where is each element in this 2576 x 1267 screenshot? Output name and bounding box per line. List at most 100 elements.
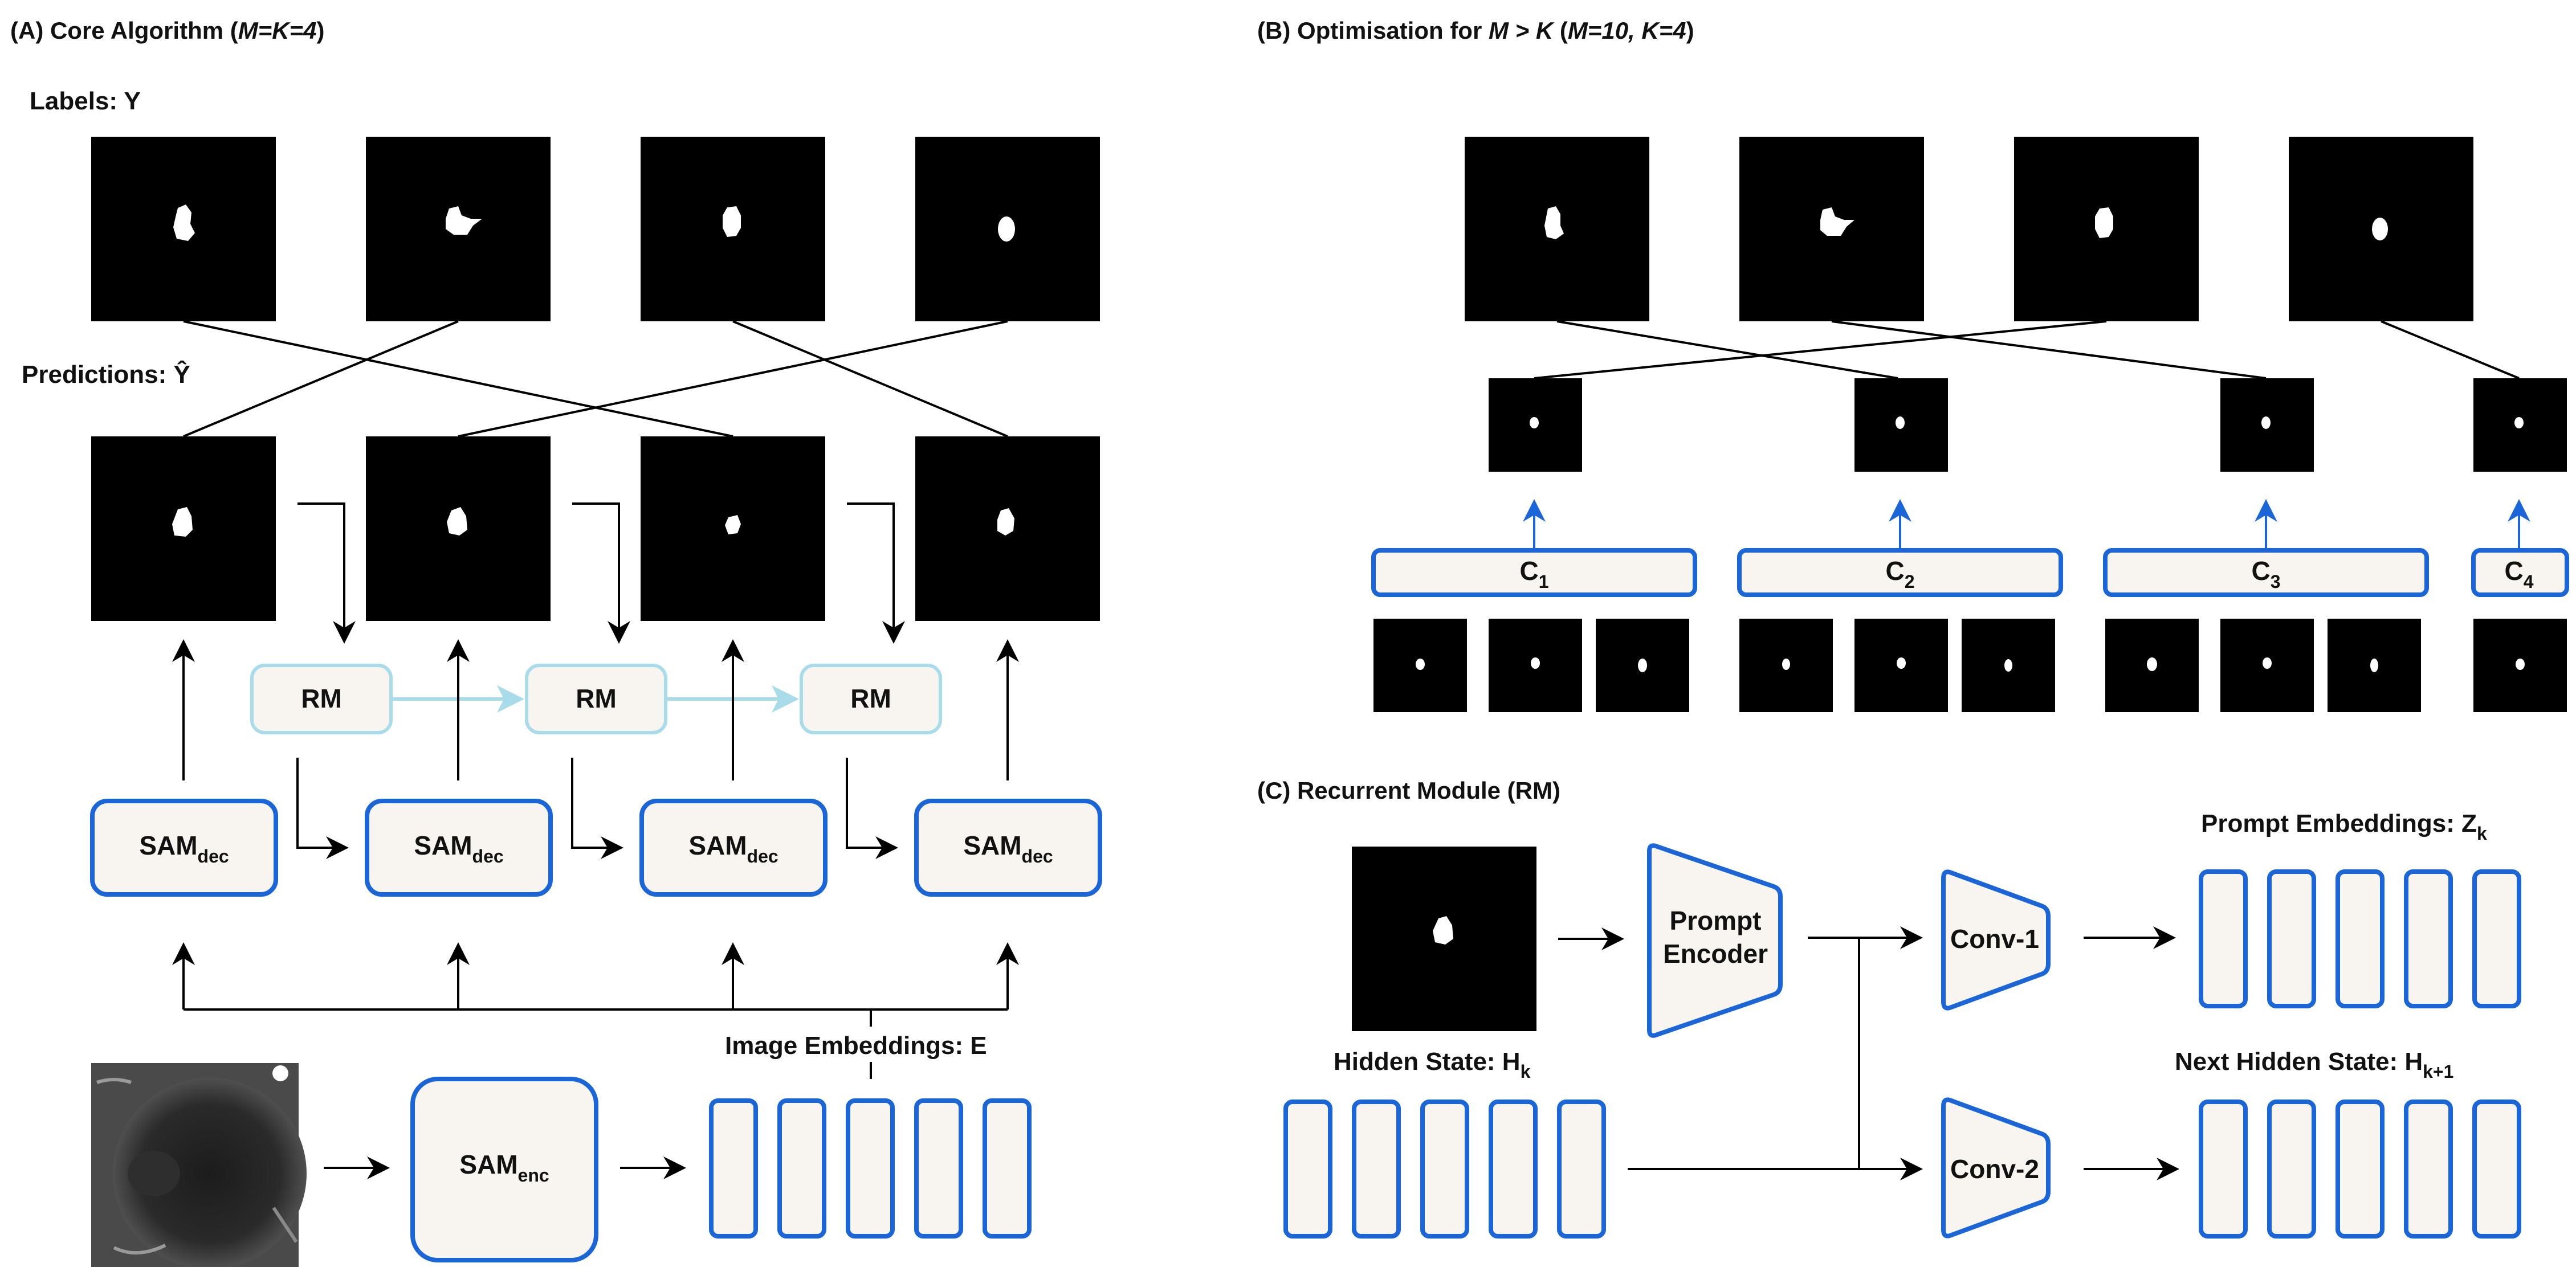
image-embedding-bar-4 [914,1098,963,1239]
ct-rib-3 [272,1207,298,1243]
label-4-mask [998,216,1015,242]
panel-b-title: (B) Optimisation for M > K (M=10, K=4) [1257,17,1694,44]
image-embedding-bar-1 [709,1098,758,1239]
conv2-label: Conv-2 [1950,1154,2039,1184]
rm-box-3 [800,664,942,734]
conv1-label: Conv-1 [1950,924,2039,954]
predictions-heading: Predictions: Ŷ [22,360,190,389]
b-cluster-arrows [1523,499,2530,548]
candidate-4-mask [1782,659,1790,670]
b-label-2-mask [1820,207,1854,236]
prompt-embedding-bar-2 [2267,869,2316,1008]
prompt-encoder-label-1: Prompt [1670,906,1762,935]
prompt-embedding-bar-3 [2335,869,2385,1008]
panel-b: (B) Optimisation for M > K (M=10, K=4) [1257,17,2569,712]
hidden-state-bar-1 [1283,1100,1332,1239]
sam-dec-2-label: SAMdec [414,831,503,867]
candidate-3-mask [1638,659,1647,672]
candidate-8-mask [2263,657,2272,669]
cluster-box-4 [2471,548,2569,597]
rm-box-1 [250,664,393,734]
cluster-box-1 [1371,548,1697,597]
prediction-2-mask [447,507,467,536]
image-embedding-bar-3 [846,1098,895,1239]
b-label-1-mask [1544,206,1564,239]
ct-rib-2 [113,1244,166,1254]
b-cluster-boxes: C1 C2 C3 C4 [1371,548,2569,597]
cluster-4-label: C4 [2504,556,2533,592]
label-images [91,137,1100,321]
prediction-images [91,436,1100,621]
image-embeddings-label: Image Embeddings: E [725,1032,987,1060]
candidate-5-mask [1897,657,1906,669]
sam-dec-box-1 [90,799,278,897]
cluster-2-label: C2 [1885,556,1914,592]
conv1-box [1941,869,2051,1011]
next-hidden-state-label: Next Hidden State: Hk+1 [2175,1048,2453,1082]
ct-bright-spot [272,1065,288,1081]
hidden-state-bar-4 [1489,1100,1538,1239]
prediction-to-rm-arrows [297,502,905,644]
image-embedding-bar-5 [983,1098,1032,1239]
sam-decoders: SAMdec SAMdec SAMdec SAMdec [90,799,1102,897]
embedding-bus [172,942,1019,1079]
b-label-3-mask [2095,207,2113,238]
rm-to-samdec-arrows [296,758,898,859]
sam-dec-box-2 [365,799,553,897]
label-2-mask [446,206,482,235]
sam-dec-1-label: SAMdec [139,831,229,867]
prediction-4-mask [997,508,1014,536]
sam-dec-box-3 [639,799,828,897]
rm-box-2-label: RM [576,684,617,713]
candidate-7-mask [2147,657,2157,671]
candidate-6-mask [2004,659,2012,672]
sam-dec-4-label: SAMdec [963,831,1053,867]
ct-input-image [91,1063,307,1267]
prompt-encoder-box [1647,843,1783,1038]
prompt-embedding-bar-5 [2472,869,2521,1008]
b-selected-2-mask [1896,416,1905,429]
panel-a: (A) Core Algorithm (M=K=4) Labels: Y Pre… [10,17,1102,1267]
b-selected-4-mask [2514,417,2524,428]
ct-rib-1 [96,1078,132,1084]
ct-mediastinum [128,1151,180,1196]
b-selected-1-mask [1530,417,1539,428]
b-selected-3-mask [2261,416,2271,429]
panel-c-title: (C) Recurrent Module (RM) [1257,777,1560,804]
conv2-box [1941,1097,2051,1239]
rm-box-3-label: RM [850,684,891,713]
rm-boxes: RM RM RM [250,664,942,734]
next-hidden-state-bars [2199,1100,2521,1239]
label-1-mask [173,205,195,241]
cluster-3-label: C3 [2251,556,2280,592]
hidden-state-bar-2 [1352,1100,1401,1239]
image-embedding-bar-2 [777,1098,826,1239]
panel-c: (C) Recurrent Module (RM) Prompt Encoder… [1257,777,2521,1239]
ct-lung-region [113,1078,307,1267]
b-candidate-predictions [1373,619,2567,712]
candidate-1-mask [1416,659,1425,670]
prompt-embedding-bars [2199,869,2521,1008]
hidden-state-bars [1283,1100,1606,1239]
prompt-encoder-label-2: Encoder [1663,939,1768,968]
hidden-state-label: Hidden State: Hk [1334,1048,1531,1082]
next-hidden-bar-5 [2472,1100,2521,1239]
prompt-embedding-bar-4 [2404,869,2453,1008]
sam-dec-3-label: SAMdec [688,831,778,867]
panel-a-title: (A) Core Algorithm (M=K=4) [10,17,324,44]
sam-enc-label: SAMenc [459,1150,549,1186]
prediction-3-mask [725,515,741,534]
candidate-2-mask [1531,657,1540,669]
cluster-box-2 [1737,548,2063,597]
label-3-mask [723,206,741,237]
samdec-to-prediction-arrows [172,639,1019,780]
prompt-embedding-bar-1 [2199,869,2248,1008]
hidden-state-bar-3 [1420,1100,1469,1239]
cluster-box-3 [2103,548,2429,597]
next-hidden-bar-2 [2267,1100,2316,1239]
candidate-10-mask [2516,659,2525,670]
rm-box-1-label: RM [301,684,342,713]
b-selected-predictions [1489,378,2567,472]
hidden-state-bar-5 [1557,1100,1606,1239]
